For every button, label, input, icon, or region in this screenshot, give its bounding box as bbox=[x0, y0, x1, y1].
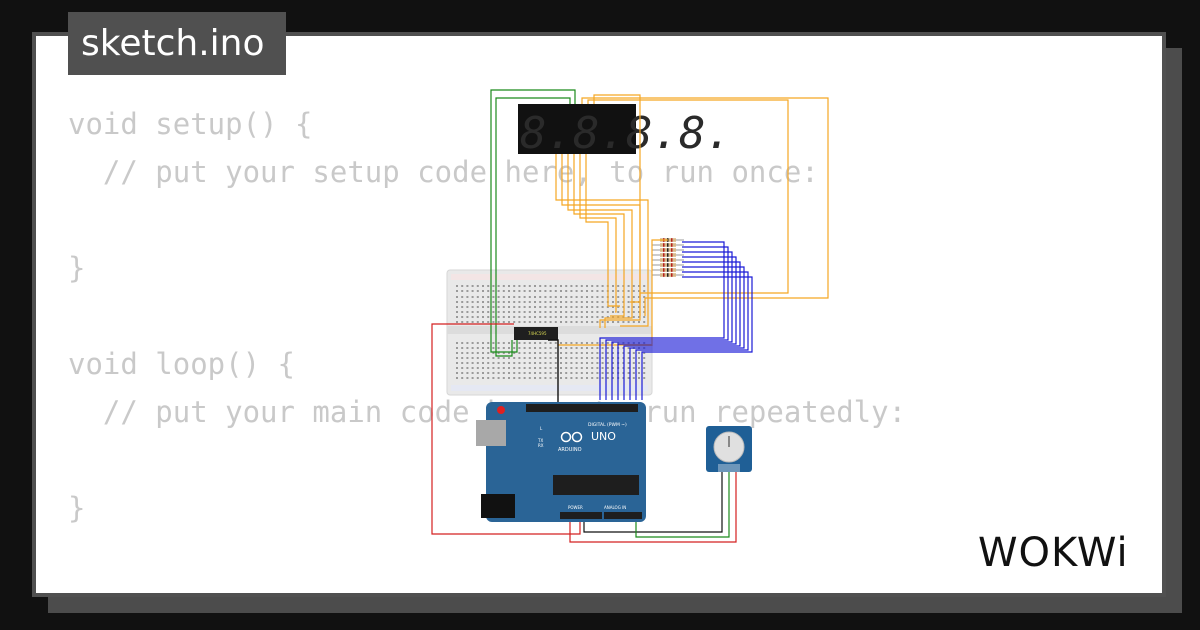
shift-register-chip[interactable]: 74HC595 bbox=[514, 327, 558, 340]
code-line: // put your setup code here, to run once… bbox=[68, 155, 819, 189]
l-label: L bbox=[540, 426, 543, 431]
mcu-chip bbox=[553, 475, 639, 495]
board-brand-label: ARDUINO bbox=[558, 447, 582, 453]
usb-port bbox=[476, 420, 506, 446]
wokwi-logo: WOKWi bbox=[978, 530, 1129, 576]
board-model-label: UNO bbox=[591, 430, 616, 443]
power-jack bbox=[481, 494, 515, 518]
digital-label: DIGITAL (PWM ~) bbox=[588, 422, 627, 428]
logo-text: WOKWi bbox=[978, 530, 1129, 576]
file-tab[interactable]: sketch.ino bbox=[68, 12, 286, 75]
power-header bbox=[560, 512, 602, 519]
analog-header bbox=[604, 512, 642, 519]
arduino-uno-board[interactable]: DIGITAL (PWM ~) UNO ARDUINO TX RX L POWE… bbox=[476, 402, 646, 522]
rx-label: RX bbox=[538, 443, 544, 448]
code-line: } bbox=[68, 251, 86, 285]
potentiometer[interactable] bbox=[706, 426, 752, 472]
display-digits: 8.8.8.8. bbox=[520, 108, 732, 159]
code-line: } bbox=[68, 491, 86, 525]
code-editor: void setup() { // put your setup code he… bbox=[68, 100, 906, 532]
reset-button[interactable] bbox=[497, 406, 505, 414]
code-line: void loop() { bbox=[68, 347, 295, 381]
seven-segment-display[interactable]: 8.8.8.8. bbox=[518, 104, 732, 159]
digital-header bbox=[526, 404, 638, 412]
analog-label: ANALOG IN bbox=[604, 505, 626, 510]
chip-label: 74HC595 bbox=[528, 331, 547, 336]
power-label: POWER bbox=[568, 505, 583, 510]
tx-label: TX bbox=[537, 438, 543, 443]
wires bbox=[431, 89, 829, 543]
arduino-logo-icon bbox=[560, 431, 583, 443]
resistor-array[interactable] bbox=[652, 238, 684, 277]
code-line: void setup() { bbox=[68, 107, 313, 141]
